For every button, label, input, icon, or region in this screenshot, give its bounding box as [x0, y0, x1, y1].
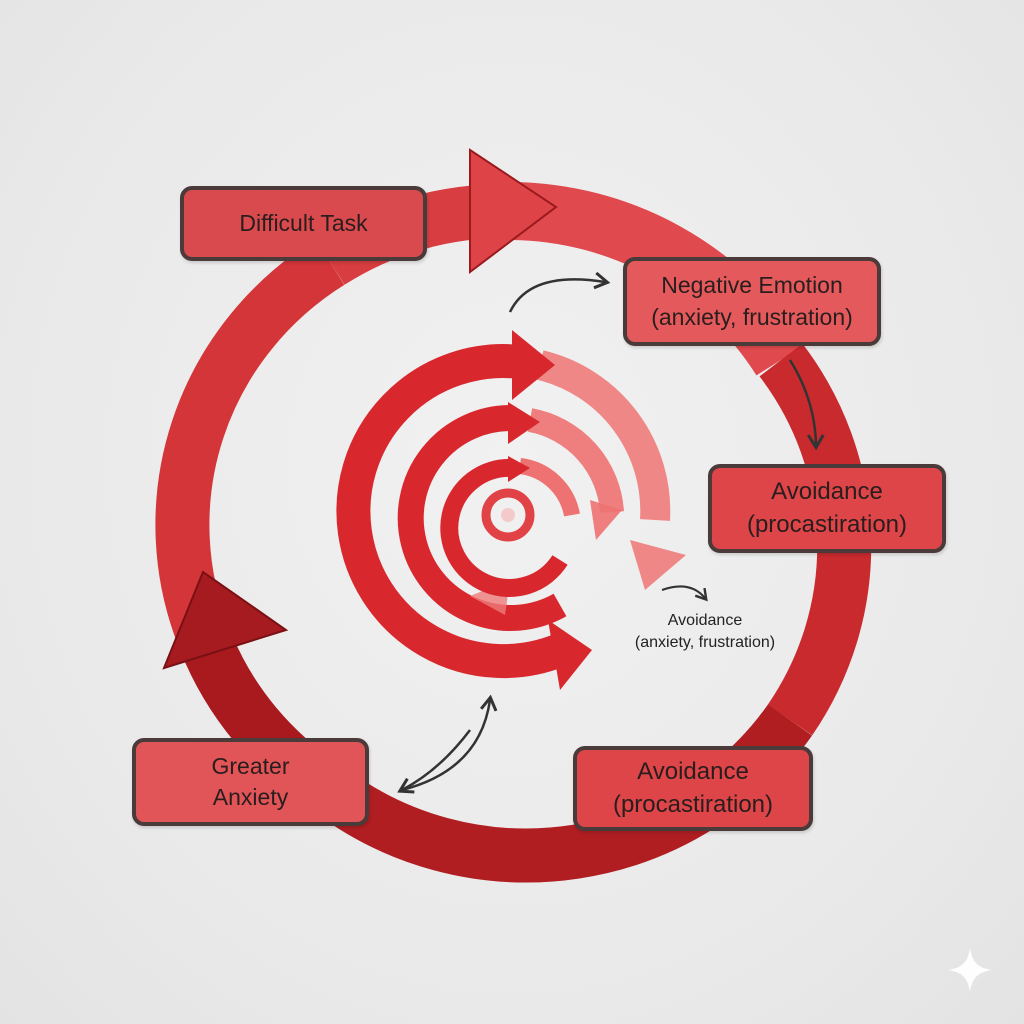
spiral-arrowhead-4: [508, 402, 540, 444]
node-difficult-task-label: Difficult Task: [239, 209, 368, 236]
node-negative-emotion-detail: (anxiety, frustration): [651, 303, 853, 330]
connector-to-negative-emotion: [508, 271, 611, 313]
spiral-ring-2: [397, 404, 567, 631]
spiral-arrowhead-5: [590, 500, 622, 540]
node-avoidance-bottom: Avoidance (procastiration): [573, 746, 813, 831]
connector-greater-anxiety-tail: [397, 729, 471, 794]
spiral-ring-3: [440, 458, 568, 597]
inner-avoidance-detail: (anxiety, frustration): [634, 634, 776, 652]
node-avoidance-right: Avoidance (procastiration): [708, 464, 946, 553]
spiral-ring-2-right: [527, 408, 624, 514]
spiral-arrowhead-1: [512, 330, 555, 400]
spiral-arrowhead-2: [548, 620, 592, 690]
node-greater-anxiety: Greater Anxiety: [132, 738, 369, 826]
node-avoidance-bottom-detail: (procastiration): [612, 790, 774, 818]
spiral-arrowhead-7: [508, 456, 530, 482]
sparkle-icon: [948, 948, 992, 992]
connector-greater-anxiety: [401, 694, 498, 792]
ring-arc-upper-left: [155, 239, 345, 651]
node-greater-anxiety-line2: Anxiety: [212, 784, 289, 810]
node-avoidance-bottom-title: Avoidance: [637, 758, 749, 786]
node-greater-anxiety-line1: Greater: [211, 752, 290, 779]
node-negative-emotion-title: Negative Emotion: [661, 272, 843, 299]
ring-arrowhead-top: [469, 148, 558, 275]
connector-arrows: [397, 271, 825, 794]
node-negative-emotion: Negative Emotion (anxiety, frustration): [623, 257, 881, 346]
spiral-arrowhead-3: [630, 540, 686, 590]
inner-avoidance-label: Avoidance (anxiety, frustration): [605, 610, 805, 655]
connector-to-inner-label: [661, 585, 708, 602]
node-avoidance-right-detail: (procastiration): [746, 510, 908, 538]
inner-avoidance-title: Avoidance: [667, 612, 743, 629]
spiral-ring-1-right: [536, 350, 671, 521]
spiral-core-dot: [501, 508, 515, 522]
node-avoidance-right-title: Avoidance: [771, 478, 883, 506]
spiral-core-ring: [481, 488, 535, 542]
node-difficult-task: Difficult Task: [180, 186, 427, 261]
central-spiral: [336, 330, 686, 690]
connector-to-avoidance-right: [788, 359, 825, 451]
ring-arrowhead-left: [162, 570, 289, 670]
spiral-ring-1: [336, 344, 567, 679]
